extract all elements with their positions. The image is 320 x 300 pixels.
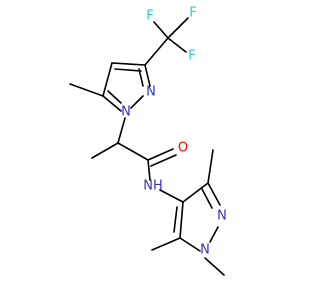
bond-a-c4-c5 bbox=[102, 62, 113, 97]
bond-b-c3-methyl bbox=[207, 149, 214, 184]
bond-a-c5-methyl bbox=[69, 83, 104, 97]
molecule-structure: F F F N N O NH N N bbox=[69, 6, 227, 276]
bond-nh-ring bbox=[159, 189, 184, 203]
bond-b-c5-c4 bbox=[179, 201, 184, 239]
bond-cf3-ring bbox=[144, 37, 169, 66]
bond-b-n1-c5 bbox=[179, 237, 201, 252]
bond-a-c3-c4-double bbox=[114, 68, 142, 72]
bond-a-n2-c3 bbox=[144, 64, 151, 87]
atom-f-1: F bbox=[146, 9, 153, 24]
bond-c-o-2 bbox=[150, 154, 177, 167]
bond-b-n1-methyl bbox=[204, 257, 225, 276]
bond-b-c3-n2-double bbox=[201, 188, 213, 209]
atom-n-pyrazole-b-1: N bbox=[200, 243, 210, 258]
atom-n-pyrazole-a-1: N bbox=[121, 105, 131, 120]
bond-a-c5-n1-double bbox=[107, 90, 122, 104]
bond-a-c5-n1 bbox=[102, 95, 122, 112]
bond-a-n2-c3-double bbox=[138, 68, 144, 87]
bond-a-n1-n2 bbox=[130, 95, 144, 109]
bond-b-c3-n2 bbox=[207, 182, 221, 206]
molecule-canvas: F F F N N O NH N N bbox=[69, 5, 227, 276]
bond-b-c5-c4-double bbox=[173, 206, 178, 233]
atom-n-pyrazole-b-2: N bbox=[217, 209, 227, 224]
bond-b-c5-methyl bbox=[151, 237, 181, 251]
atom-n-pyrazole-a-2: N bbox=[146, 85, 156, 100]
bond-c-o-1 bbox=[147, 148, 174, 161]
atom-nh-amide: NH bbox=[143, 179, 163, 194]
bond-cf3-c-f2 bbox=[167, 17, 189, 39]
bond-b-n2-n1 bbox=[209, 226, 219, 243]
bond-ch-carbonyl bbox=[117, 142, 149, 161]
atom-o-carbonyl: O bbox=[178, 141, 188, 156]
atom-f-2: F bbox=[189, 6, 196, 21]
bond-cf3-c-f1 bbox=[153, 21, 169, 39]
bond-b-c4-c3 bbox=[182, 182, 209, 203]
bond-c-nh bbox=[147, 159, 151, 181]
bond-cf3-c-f3 bbox=[167, 37, 187, 53]
bond-a-c3-c4 bbox=[111, 62, 146, 66]
atom-f-3: F bbox=[188, 49, 195, 64]
bond-ch-methyl bbox=[91, 142, 119, 159]
bond-n1-ch bbox=[117, 117, 126, 144]
